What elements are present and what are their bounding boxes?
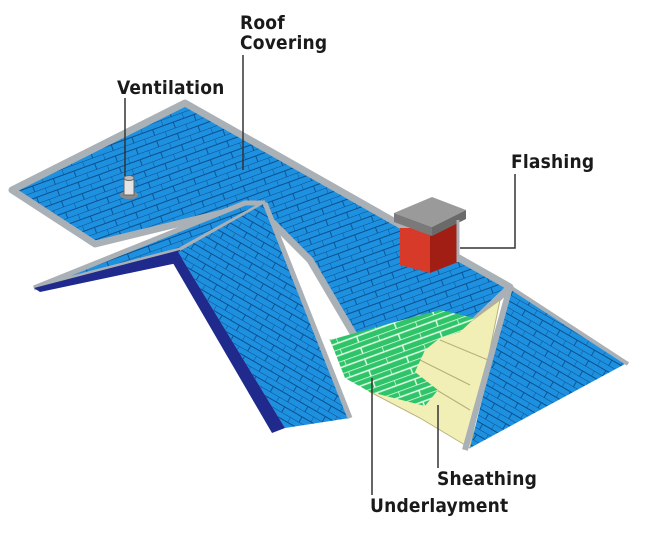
roof-covering-label-line1: Roof: [240, 12, 285, 34]
roof-covering-label: Roof Covering: [240, 13, 327, 53]
chimney: [394, 197, 466, 273]
right-dormer: [462, 285, 630, 451]
roof-covering-label-line2: Covering: [240, 32, 328, 54]
leader-lines: [124, 55, 516, 495]
left-dormer: [33, 200, 353, 433]
ventilation-label: Ventilation: [117, 77, 225, 99]
sheathing-label: Sheathing: [437, 468, 538, 490]
underlayment-label: Underlayment: [370, 495, 509, 517]
exposed-layers: [329, 298, 501, 449]
underlayment-area: [330, 310, 475, 406]
ventilation-pipe: [120, 175, 138, 199]
flashing-leader: [460, 174, 516, 249]
flashing-label: Flashing: [511, 151, 595, 173]
